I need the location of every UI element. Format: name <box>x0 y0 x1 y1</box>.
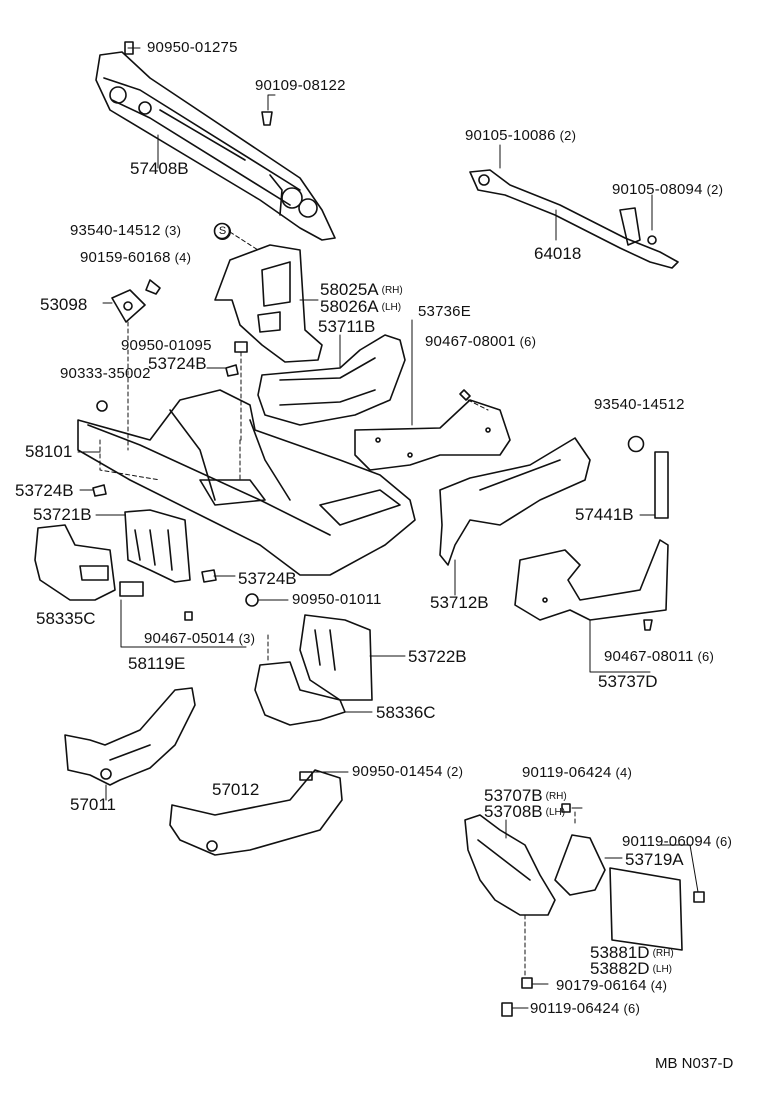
front-bracket-drawing <box>124 509 191 583</box>
callout-53098: 53098 <box>40 295 88 314</box>
callout-90467-05014: 90467-05014(3) <box>144 630 256 647</box>
callout-90105-10086: 90105-10086(2) <box>465 127 577 144</box>
apron-panel-drawing <box>354 399 511 471</box>
callout-90119-06424-4: 90119-06424(4) <box>522 764 633 781</box>
callout-53712B: 53712B <box>430 593 489 612</box>
cover-plate-drawing <box>609 867 683 951</box>
support-rod-drawing <box>469 169 679 269</box>
reinforcement-center-drawing <box>254 614 373 726</box>
callout-57012: 57012 <box>212 780 260 799</box>
callout-90950-01275: 90950-01275 <box>147 39 238 56</box>
callout-53722B: 53722B <box>408 647 467 666</box>
callout-90109-08122: 90109-08122 <box>255 77 346 94</box>
diagram-reference-code: MB N037-D <box>655 1055 734 1072</box>
callout-90950-01454: 90950-01454(2) <box>352 763 464 780</box>
callout-90159-60168: 90159-60168(4) <box>80 249 192 266</box>
callout-58101: 58101 <box>25 442 73 461</box>
callout-53724B-b: 53724B <box>15 481 74 500</box>
apron-reinforcement-drawing <box>514 539 669 621</box>
side-shield-drawing <box>464 814 556 916</box>
wheelhouse-panel-drawing <box>257 334 406 426</box>
callout-57441B: 57441B <box>575 505 634 524</box>
callout-53719A: 53719A <box>625 850 684 869</box>
inner-fender-drawing <box>439 437 591 566</box>
callout-53711B: 53711B <box>318 317 376 336</box>
callout-53707B: 53707B(RH) <box>484 786 567 805</box>
callout-90467-08001: 90467-08001(6) <box>425 333 537 350</box>
side-bracket-drawing <box>214 244 323 363</box>
s-symbol-icon: S <box>214 223 231 240</box>
callout-57408B: 57408B <box>130 159 189 178</box>
callout-93540-14512: 93540-14512 <box>594 396 685 413</box>
callout-90950-01011: 90950-01011 <box>292 591 382 608</box>
callout-53737D: 53737D <box>598 672 658 691</box>
callout-58335C: 58335C <box>36 609 96 628</box>
splash-guard-drawing <box>554 834 606 896</box>
callout-90119-06094: 90119-06094(6) <box>622 833 733 850</box>
callout-53881D: 53881D(RH) <box>590 943 674 962</box>
callout-90105-08094: 90105-08094(2) <box>612 181 724 198</box>
callout-90950-01095: 90950-01095 <box>121 337 212 354</box>
callout-58026A: 58026A(LH) <box>320 297 402 316</box>
gasket-drawing <box>111 289 146 323</box>
callout-90333-35002: 90333-35002 <box>60 365 151 382</box>
callout-90467-08011: 90467-08011(6) <box>604 648 715 665</box>
callout-57011: 57011 <box>70 795 117 814</box>
callout-93540-14512-3: 93540-14512(3) <box>70 222 182 239</box>
callout-90119-06424-6: 90119-06424(6) <box>530 1000 641 1017</box>
crossmember-left-drawing <box>64 687 196 786</box>
callout-53724B-c: 53724B <box>238 569 297 588</box>
floor-pan-drawing <box>77 389 416 576</box>
callout-58025A: 58025A(RH) <box>320 280 403 299</box>
cowl-panel-drawing <box>95 51 336 241</box>
reinforcement-left-drawing <box>34 524 116 601</box>
callout-53724B-a: 53724B <box>148 354 207 373</box>
callout-53736E: 53736E <box>418 303 471 320</box>
callout-53721B: 53721B <box>33 505 92 524</box>
callout-64018: 64018 <box>534 244 582 263</box>
crossmember-right-drawing <box>169 769 343 856</box>
callout-58119E: 58119E <box>128 654 186 673</box>
callout-53708B: 53708B(LH) <box>484 802 566 821</box>
callout-53882D: 53882D(LH) <box>590 959 673 978</box>
callout-58336C: 58336C <box>376 703 436 722</box>
callout-90179-06164: 90179-06164(4) <box>556 977 668 994</box>
